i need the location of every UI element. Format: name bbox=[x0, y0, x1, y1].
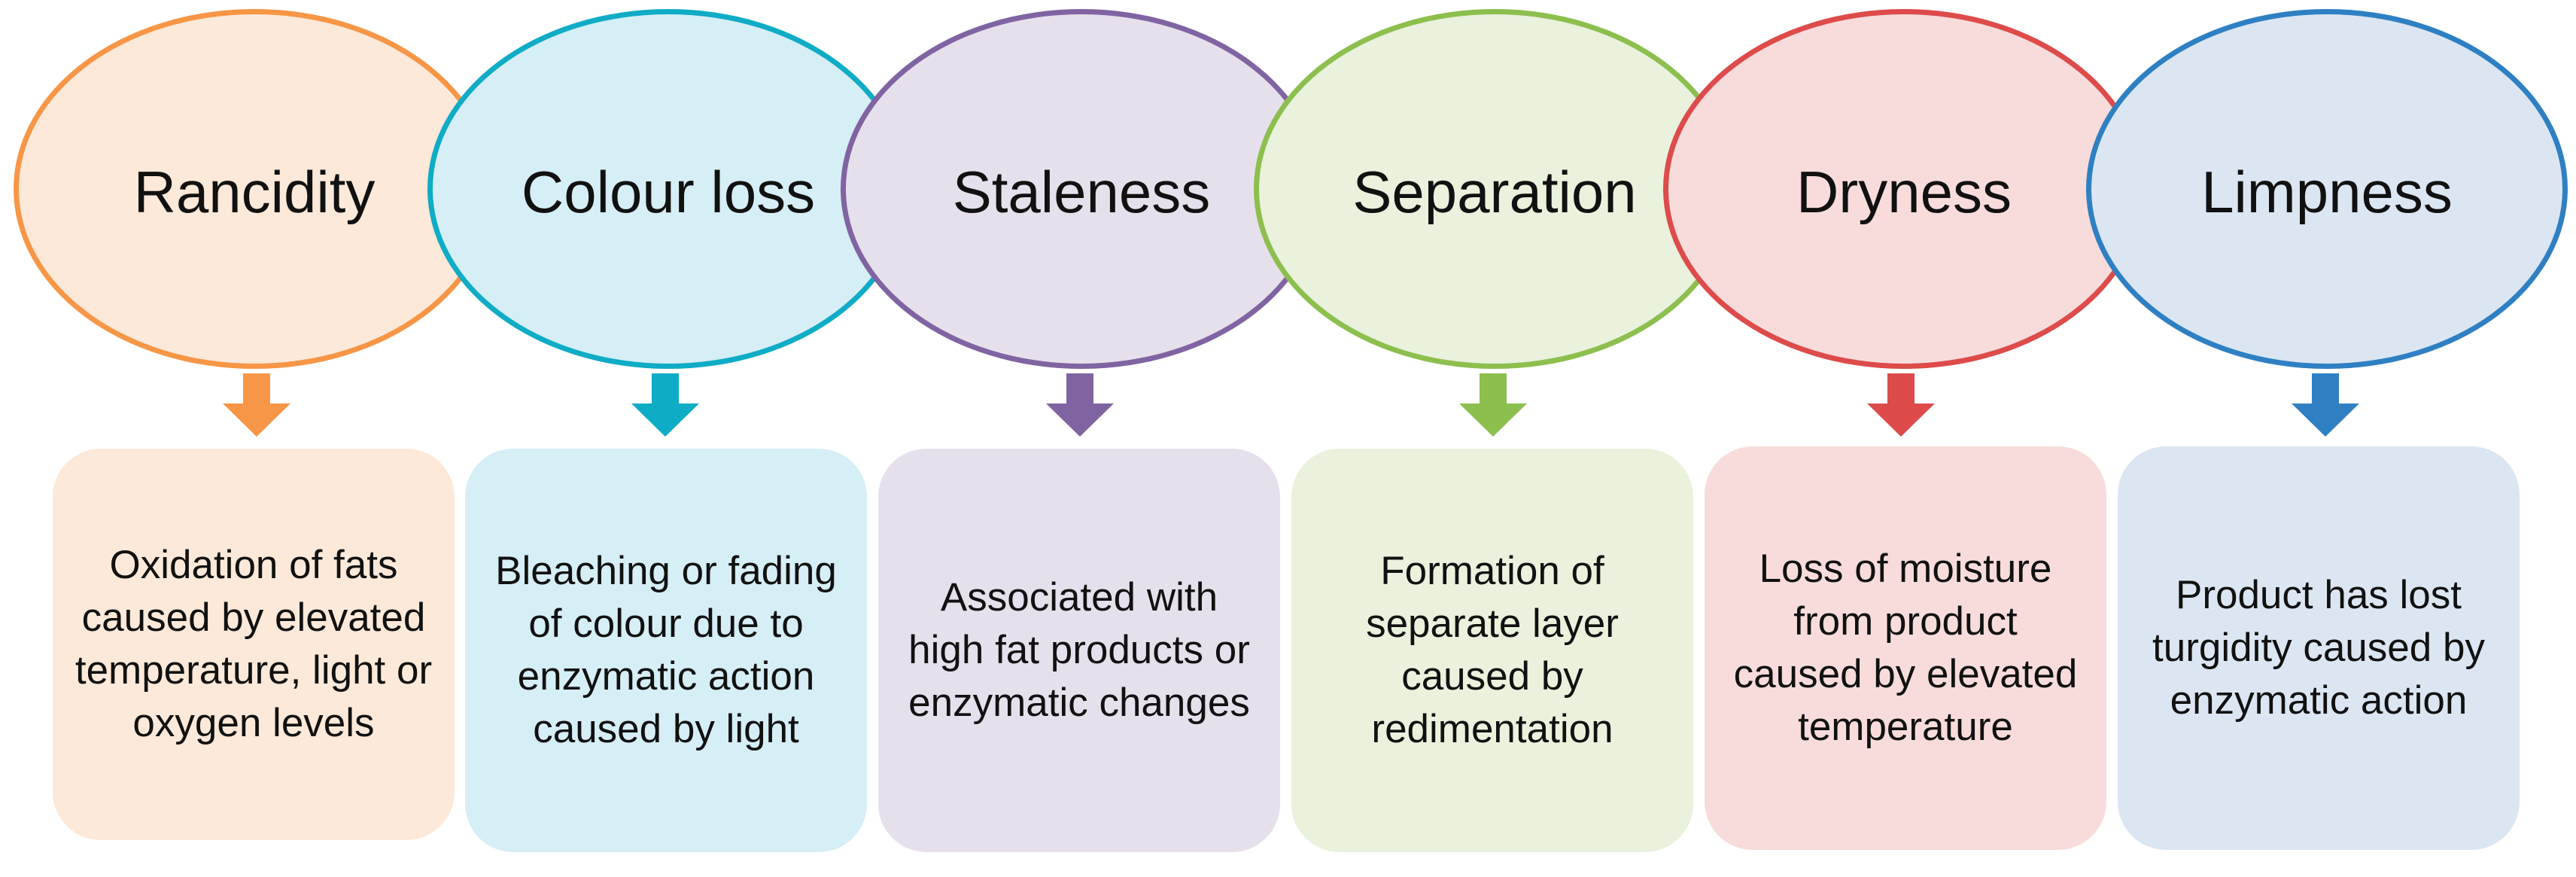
down-arrow-icon bbox=[223, 373, 290, 437]
description-box: Associated with high fat products or enz… bbox=[878, 449, 1280, 852]
description-box: Bleaching or fading of colour due to enz… bbox=[465, 449, 867, 852]
title-ellipse: Rancidity bbox=[14, 9, 495, 369]
title-label: Dryness bbox=[1796, 159, 2012, 225]
down-arrow-icon bbox=[2292, 373, 2359, 437]
description-box: Oxidation of fats caused by elevated tem… bbox=[53, 449, 455, 840]
title-label: Separation bbox=[1352, 159, 1637, 225]
description-text: Bleaching or fading of colour due to enz… bbox=[495, 549, 837, 751]
title-label: Rancidity bbox=[133, 159, 376, 225]
down-arrow-icon bbox=[1459, 373, 1527, 437]
title-ellipse: Separation bbox=[1254, 9, 1735, 369]
title-ellipse: Limpness bbox=[2086, 9, 2568, 369]
description-text: Loss of moisture from product caused by … bbox=[1733, 547, 2078, 749]
title-ellipse: Colour loss bbox=[427, 9, 909, 369]
description-text: Formation of separate layer caused by re… bbox=[1366, 549, 1619, 751]
down-arrow-icon bbox=[1046, 373, 1114, 437]
description-box: Formation of separate layer caused by re… bbox=[1291, 449, 1693, 852]
description-box: Loss of moisture from product caused by … bbox=[1705, 446, 2106, 850]
description-text: Oxidation of fats caused by elevated tem… bbox=[75, 543, 433, 745]
title-label: Limpness bbox=[2201, 159, 2453, 225]
down-arrow-icon bbox=[631, 373, 699, 437]
title-ellipse: Staleness bbox=[841, 9, 1322, 369]
title-ellipse: Dryness bbox=[1663, 9, 2145, 369]
down-arrow-icon bbox=[1867, 373, 1935, 437]
title-label: Staleness bbox=[952, 159, 1211, 225]
description-text: Associated with high fat products or enz… bbox=[908, 575, 1250, 725]
title-label: Colour loss bbox=[521, 159, 816, 225]
description-text: Product has lost turgidity caused by enz… bbox=[2152, 573, 2485, 723]
description-box: Product has lost turgidity caused by enz… bbox=[2118, 446, 2520, 850]
